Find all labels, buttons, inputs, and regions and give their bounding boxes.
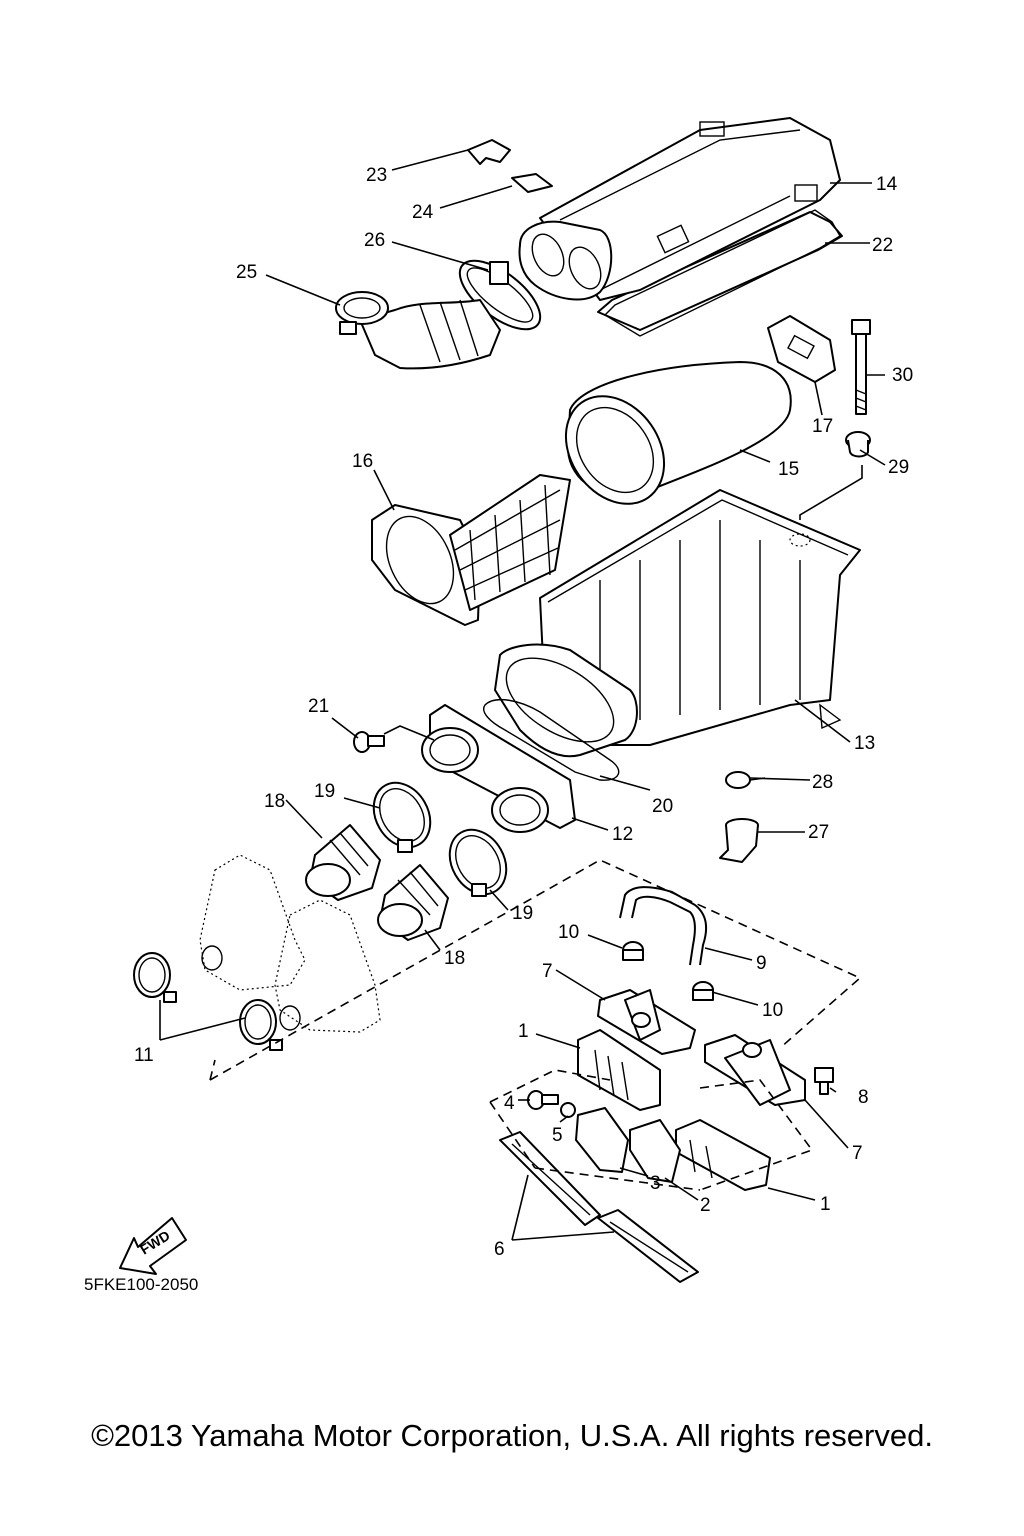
forward-arrow-icon: FWD (119, 1217, 187, 1275)
grommet-part (767, 315, 836, 383)
screw-part (353, 731, 385, 753)
group-outline (534, 1167, 701, 1191)
hose-clamp-part (448, 828, 508, 897)
callout-13: 13 (854, 733, 875, 754)
hose-clamp-part (372, 781, 432, 853)
air-box-case-part (494, 489, 861, 758)
callout-23: 23 (366, 165, 387, 186)
callout-30: 30 (892, 365, 913, 386)
callout-10: 10 (762, 1000, 783, 1021)
callout-2: 2 (700, 1195, 711, 1216)
joint-clamp-part (458, 259, 542, 331)
callout-24: 24 (412, 202, 434, 223)
airbox-cover-part (518, 117, 843, 331)
callout-11: 11 (134, 1045, 154, 1066)
carburetor-reference-outline (199, 854, 381, 1033)
inlet-duct-part (335, 291, 501, 370)
callout-21: 21 (308, 696, 329, 717)
callout-15: 15 (778, 459, 799, 480)
bolt-part (851, 319, 871, 415)
carburetor-boot-part (305, 824, 381, 901)
callout-19: 19 (512, 903, 533, 924)
group-outline (209, 1059, 216, 1081)
collar-part (845, 431, 871, 458)
reed-gasket-part (499, 1131, 699, 1283)
clip-part (511, 173, 553, 193)
drain-part (719, 818, 759, 863)
drawing-code: 5FKE100-2050 (84, 1275, 198, 1294)
band-clamp-part (133, 952, 177, 1003)
copyright-notice: ©2013 Yamaha Motor Corporation, U.S.A. A… (91, 1418, 933, 1453)
reed-valve-part (577, 989, 696, 1111)
screw-part (527, 1090, 576, 1118)
callout-3: 3 (650, 1173, 661, 1194)
callout-26: 26 (364, 230, 385, 251)
callout-6: 6 (494, 1239, 505, 1260)
gasket-part (483, 698, 620, 781)
group-outline (209, 859, 862, 1081)
callout-9: 9 (756, 953, 767, 974)
callout-28: 28 (812, 772, 833, 793)
leader-lines (159, 149, 886, 1241)
callout-22: 22 (872, 235, 893, 256)
plug-part (814, 1067, 834, 1095)
callout-29: 29 (888, 457, 909, 478)
callout-1: 1 (518, 1021, 529, 1042)
callout-10: 10 (558, 922, 579, 943)
clip-part (725, 771, 766, 789)
carburetor-boot-part (377, 864, 449, 941)
intake-funnel-part (371, 474, 571, 626)
callout-8: 8 (858, 1087, 869, 1108)
callout-18: 18 (444, 948, 465, 969)
hose-clip-part (622, 941, 714, 1001)
clip-part (467, 139, 511, 165)
cover-gasket-part (603, 209, 841, 337)
callout-19: 19 (314, 781, 335, 802)
callout-12: 12 (612, 824, 633, 845)
callout-25: 25 (236, 262, 257, 283)
callout-16: 16 (352, 451, 373, 472)
carburetor-joint-part (421, 704, 576, 833)
air-filter-element-part (564, 361, 792, 505)
callout-4: 4 (504, 1093, 515, 1114)
band-clamp-part (239, 999, 283, 1051)
callout-7: 7 (542, 961, 553, 982)
reed-valve-part (675, 1034, 806, 1191)
breather-hose-part (619, 886, 708, 966)
group-outline (489, 1069, 814, 1191)
callout-27: 27 (808, 822, 829, 843)
callout-18: 18 (264, 791, 285, 812)
callout-14: 14 (876, 174, 898, 195)
callout-20: 20 (652, 796, 673, 817)
callout-1: 1 (820, 1194, 831, 1215)
callout-17: 17 (812, 416, 833, 437)
callout-5: 5 (552, 1125, 563, 1146)
callout-7: 7 (852, 1143, 863, 1164)
